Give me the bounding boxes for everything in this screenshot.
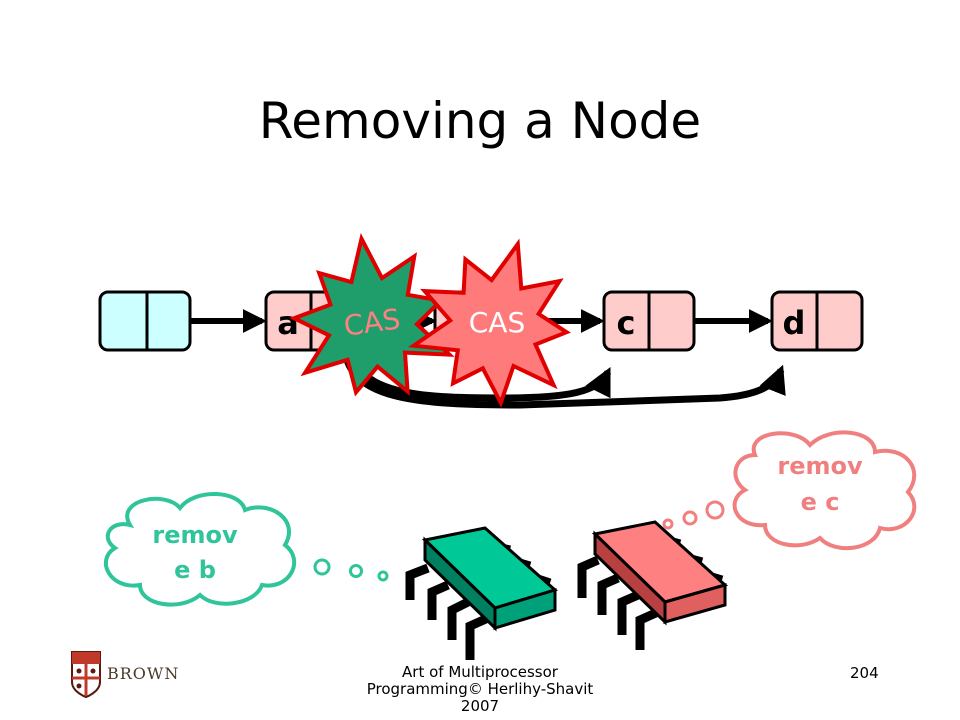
node-a-label: a <box>277 304 299 342</box>
green-processor-icon <box>405 526 559 660</box>
page-number: 204 <box>850 664 879 682</box>
footer-credit: Art of Multiprocessor Programming© Herli… <box>330 664 630 715</box>
thought-remove-c-line2: e c <box>801 488 840 516</box>
thought-bubble-dot <box>682 510 698 526</box>
list-node-head <box>98 290 192 352</box>
brown-university-logo-icon <box>71 651 101 699</box>
red-processor-icon <box>577 520 729 650</box>
thought-remove-b-line1: remov <box>152 521 238 549</box>
footer-credit-line2: Programming© Herlihy-Shavit <box>366 680 594 698</box>
thought-bubble-dot <box>377 570 389 582</box>
cas-burst-red: CAS <box>407 238 571 408</box>
footer-credit-line1: Art of Multiprocessor <box>402 663 558 681</box>
thought-remove-c-line1: remov <box>777 452 863 480</box>
cas-label-red: CAS <box>469 306 525 339</box>
footer-credit-line3: 2007 <box>460 697 500 715</box>
thought-cloud-remove-c: remov e c <box>662 430 917 551</box>
node-d-label: d <box>783 304 806 342</box>
thought-bubble-dot <box>662 518 674 530</box>
thought-bubble-dot <box>349 564 363 578</box>
thought-bubble-dot <box>313 558 331 576</box>
list-node-c: c <box>602 290 696 352</box>
cas-burst-green: CAS <box>289 232 455 397</box>
brown-wordmark: BROWN <box>107 664 180 683</box>
node-c-label: c <box>617 304 636 342</box>
cas-label-green: CAS <box>342 302 403 343</box>
thought-remove-b-line2: e b <box>174 556 216 584</box>
thought-cloud-remove-b: remov e b <box>103 492 389 607</box>
list-node-d: d <box>770 290 864 352</box>
thought-bubble-dot <box>705 500 725 520</box>
slide-title: Removing a Node <box>258 92 702 150</box>
